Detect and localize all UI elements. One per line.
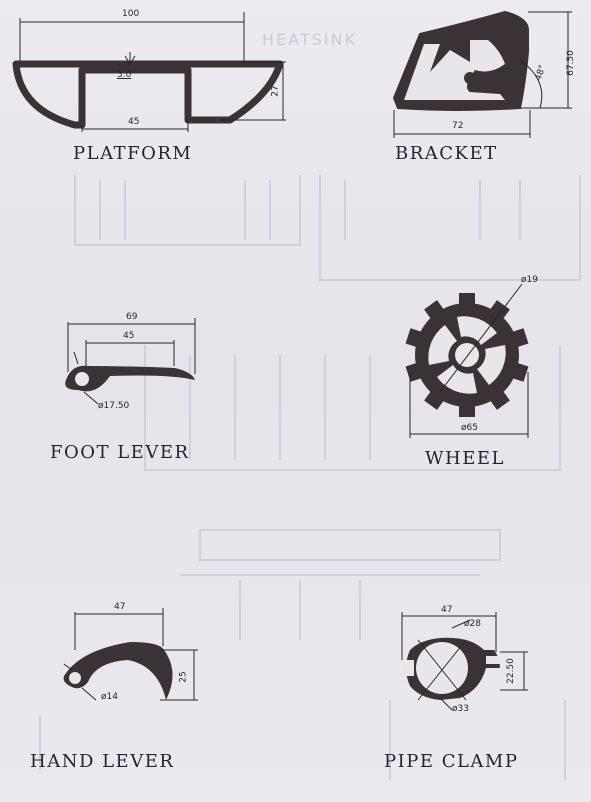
hand-lever-profile — [63, 642, 173, 700]
wheel-dim-outer: ø65 — [461, 423, 478, 433]
hand-lever-hole — [69, 672, 81, 684]
platform-profile — [12, 60, 284, 129]
wheel-dim-hub: ø19 — [521, 275, 538, 285]
hand-lever-label: HAND LEVER — [30, 751, 175, 772]
pipe-clamp-dim-inner: ø28 — [464, 619, 481, 629]
pipe-clamp-bore — [416, 642, 468, 694]
pipe-clamp-label: PIPE CLAMP — [384, 751, 519, 772]
pipe-clamp-dim-height: 22.50 — [505, 658, 516, 684]
foot-lever-dim-length: 69 — [126, 312, 138, 322]
ghost-heading: HEATSINK — [262, 30, 357, 49]
platform-dim-bottom: 45 — [128, 117, 140, 127]
platform-label: PLATFORM — [73, 143, 193, 164]
hand-lever-dim-length: 47 — [114, 602, 126, 612]
bracket-cutout — [404, 40, 505, 100]
foot-lever-profile — [65, 365, 195, 392]
pipe-clamp-dim-outer: ø33 — [452, 704, 469, 714]
hand-lever-dim-hole: ø14 — [101, 692, 118, 702]
pipe-clamp-dim-width: 47 — [441, 605, 453, 615]
bracket-label: BRACKET — [395, 143, 498, 164]
foot-lever-label: FOOT LEVER — [50, 442, 190, 463]
bracket-dim-width: 72 — [452, 121, 464, 131]
foot-lever-dim-inner: 45 — [123, 331, 135, 341]
platform-dim-width: 100 — [122, 9, 140, 19]
wheel-label: WHEEL — [425, 448, 505, 469]
foot-lever-hole — [75, 372, 89, 386]
foot-lever-dim-hole: ø17.50 — [98, 401, 130, 411]
platform-dim-thickness: 3.0 — [117, 70, 132, 80]
